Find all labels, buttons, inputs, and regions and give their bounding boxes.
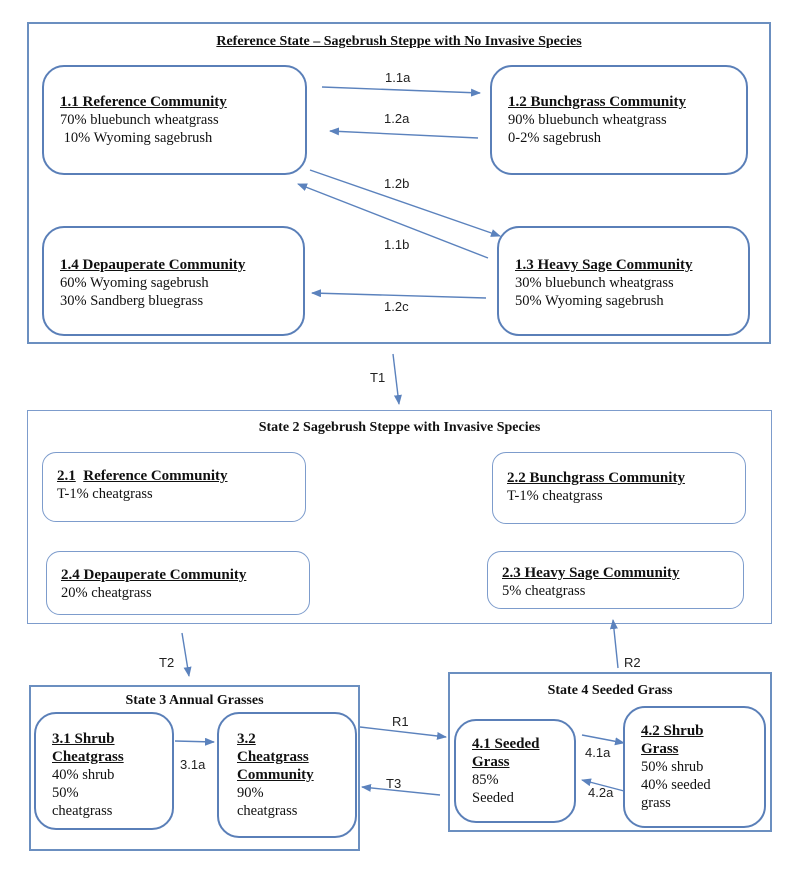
arrow-r1 xyxy=(359,726,447,740)
community-1-3-line1: 30% bluebunch wheatgrass xyxy=(515,275,674,291)
state-3-box: State 3 Annual Grasses xyxy=(29,685,360,851)
community-1-2-name: 1.2 Bunchgrass Community xyxy=(508,94,686,110)
label-3-1a: 3.1a xyxy=(180,757,206,772)
community-1-1-name: 1.1 Reference Community xyxy=(60,94,227,110)
community-3-2: 3.2 Cheatgrass Community 90% cheatgrass xyxy=(217,712,357,838)
label-1-1a: 1.1a xyxy=(385,70,411,85)
community-3-1-name1: 3.1 Shrub xyxy=(52,731,115,747)
community-1-4-line2: 30% Sandberg bluegrass xyxy=(60,293,204,309)
state-2-title: State 2 Sagebrush Steppe with Invasive S… xyxy=(258,420,541,435)
community-4-1-line2: Seeded xyxy=(472,790,514,806)
state-4-title: State 4 Seeded Grass xyxy=(547,683,673,698)
community-1-2-line1: 90% bluebunch wheatgrass xyxy=(508,112,667,128)
community-2-4: 2.4 Depauperate Community 20% cheatgrass xyxy=(46,551,310,615)
community-3-2-name3: Community xyxy=(237,767,314,783)
community-2-3: 2.3 Heavy Sage Community 5% cheatgrass xyxy=(487,551,744,609)
reference-state-box: Reference State – Sagebrush Steppe with … xyxy=(27,22,771,344)
community-2-2: 2.2 Bunchgrass Community T-1% cheatgrass xyxy=(492,452,746,524)
community-4-2-line3: grass xyxy=(641,795,671,811)
community-4-1: 4.1 Seeded Grass 85% Seeded xyxy=(454,719,576,823)
community-1-3-line2: 50% Wyoming sagebrush xyxy=(515,293,664,309)
arrow-t2 xyxy=(181,632,192,677)
arrow-1-1b xyxy=(297,183,489,259)
community-4-1-name1: 4.1 Seeded xyxy=(472,736,540,752)
community-4-2: 4.2 Shrub Grass 50% shrub 40% seeded gra… xyxy=(623,706,766,828)
reference-state-title: Reference State – Sagebrush Steppe with … xyxy=(216,34,582,49)
community-1-1-line1: 70% bluebunch wheatgrass xyxy=(60,112,219,128)
community-2-1-name: 2.1 Reference Community xyxy=(57,467,293,485)
arrow-1-2c xyxy=(311,289,487,299)
arrow-4-1a xyxy=(581,734,625,746)
state-2-box: State 2 Sagebrush Steppe with Invasive S… xyxy=(27,410,772,624)
arrow-4-2a xyxy=(581,778,625,792)
state-4-box: State 4 Seeded Grass xyxy=(448,672,772,832)
community-2-3-name: 2.3 Heavy Sage Community xyxy=(502,565,680,581)
label-1-1b: 1.1b xyxy=(384,237,410,252)
community-1-4-line1: 60% Wyoming sagebrush xyxy=(60,275,209,291)
arrow-r2 xyxy=(609,619,619,669)
community-3-2-line2: cheatgrass xyxy=(237,803,298,819)
community-2-3-line1: 5% cheatgrass xyxy=(502,583,586,599)
community-1-4-name: 1.4 Depauperate Community xyxy=(60,257,246,273)
label-t1: T1 xyxy=(370,370,386,385)
community-1-4: 1.4 Depauperate Community 60% Wyoming sa… xyxy=(42,226,305,336)
label-t3: T3 xyxy=(386,776,402,791)
community-4-2-line2: 40% seeded xyxy=(641,777,711,793)
community-2-2-name: 2.2 Bunchgrass Community xyxy=(507,470,685,486)
community-4-2-name1: 4.2 Shrub xyxy=(641,723,704,739)
community-3-1-name2: Cheatgrass xyxy=(52,749,124,765)
community-1-1-line2: 10% Wyoming sagebrush xyxy=(60,130,213,146)
label-1-2c: 1.2c xyxy=(384,299,409,314)
arrow-3-1a xyxy=(174,737,215,746)
community-4-2-line1: 50% shrub xyxy=(641,759,704,775)
community-1-3: 1.3 Heavy Sage Community 30% bluebunch w… xyxy=(497,226,750,336)
arrow-t1 xyxy=(392,353,402,405)
community-2-2-line1: T-1% cheatgrass xyxy=(507,488,603,504)
label-1-2a: 1.2a xyxy=(384,111,410,126)
community-3-1-line1: 40% shrub xyxy=(52,767,115,783)
arrow-1-2b xyxy=(309,169,501,237)
community-4-1-line1: 85% xyxy=(472,772,499,788)
community-4-1-name2: Grass xyxy=(472,754,510,770)
community-1-2: 1.2 Bunchgrass Community 90% bluebunch w… xyxy=(490,65,748,175)
community-2-1: 2.1 Reference Community T-1% cheatgrass xyxy=(42,452,306,522)
label-t2: T2 xyxy=(159,655,175,670)
community-3-1-line3: cheatgrass xyxy=(52,803,113,819)
community-4-2-name2: Grass xyxy=(641,741,679,757)
community-2-4-line1: 20% cheatgrass xyxy=(61,585,152,601)
label-1-2b: 1.2b xyxy=(384,176,410,191)
arrow-t3 xyxy=(361,783,441,796)
community-1-3-name: 1.3 Heavy Sage Community xyxy=(515,257,693,273)
community-3-1-line2: 50% xyxy=(52,785,79,801)
community-2-1-num: 2.1 xyxy=(57,468,76,484)
label-r2: R2 xyxy=(624,655,641,670)
community-3-1: 3.1 Shrub Cheatgrass 40% shrub 50% cheat… xyxy=(34,712,174,830)
community-3-2-line1: 90% xyxy=(237,785,264,801)
arrow-1-1a xyxy=(321,86,481,97)
label-4-2a: 4.2a xyxy=(588,785,614,800)
community-2-4-name: 2.4 Depauperate Community xyxy=(61,567,247,583)
arrow-1-2a xyxy=(329,127,479,139)
community-3-2-name2: Cheatgrass xyxy=(237,749,309,765)
community-3-2-name1: 3.2 xyxy=(237,731,256,747)
community-1-2-line2: 0-2% sagebrush xyxy=(508,130,602,146)
label-4-1a: 4.1a xyxy=(585,745,611,760)
community-2-1-title: Reference Community xyxy=(83,468,228,484)
state-3-title: State 3 Annual Grasses xyxy=(125,693,264,708)
label-r1: R1 xyxy=(392,714,409,729)
community-1-1: 1.1 Reference Community 70% bluebunch wh… xyxy=(42,65,307,175)
community-2-1-line1: T-1% cheatgrass xyxy=(57,486,153,502)
